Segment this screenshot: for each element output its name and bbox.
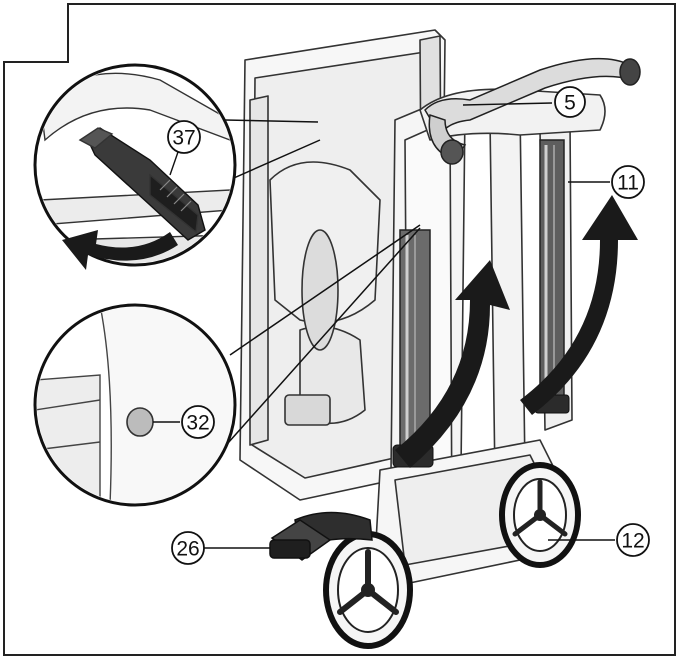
- callout-37: 37: [167, 120, 201, 154]
- callout-26: 26: [171, 531, 205, 565]
- callout-11-label: 11: [617, 172, 639, 195]
- callout-37-label: 37: [172, 127, 195, 150]
- raise-arrow-center: [395, 260, 510, 468]
- wheel-rear: [499, 462, 581, 568]
- callout-11: 11: [611, 165, 645, 199]
- leader-lines: [169, 102, 615, 549]
- telescopic-leg-right: [534, 139, 570, 414]
- callout-26-label: 26: [176, 538, 199, 561]
- foot-handle: [269, 511, 373, 561]
- callout-12: 12: [616, 523, 650, 557]
- carry-handle-tube: [424, 57, 641, 165]
- callout-32-label: 32: [186, 412, 209, 435]
- raise-arrow-right: [520, 195, 638, 415]
- wheel-front: [323, 531, 413, 649]
- rotate-arrow: [62, 230, 178, 270]
- callout-32: 32: [181, 405, 215, 439]
- callout-5-label: 5: [564, 92, 576, 115]
- detail-release-button: [33, 224, 421, 507]
- callout-12-label: 12: [621, 530, 644, 553]
- callout-5: 5: [554, 86, 586, 118]
- figure-frame: [3, 3, 676, 656]
